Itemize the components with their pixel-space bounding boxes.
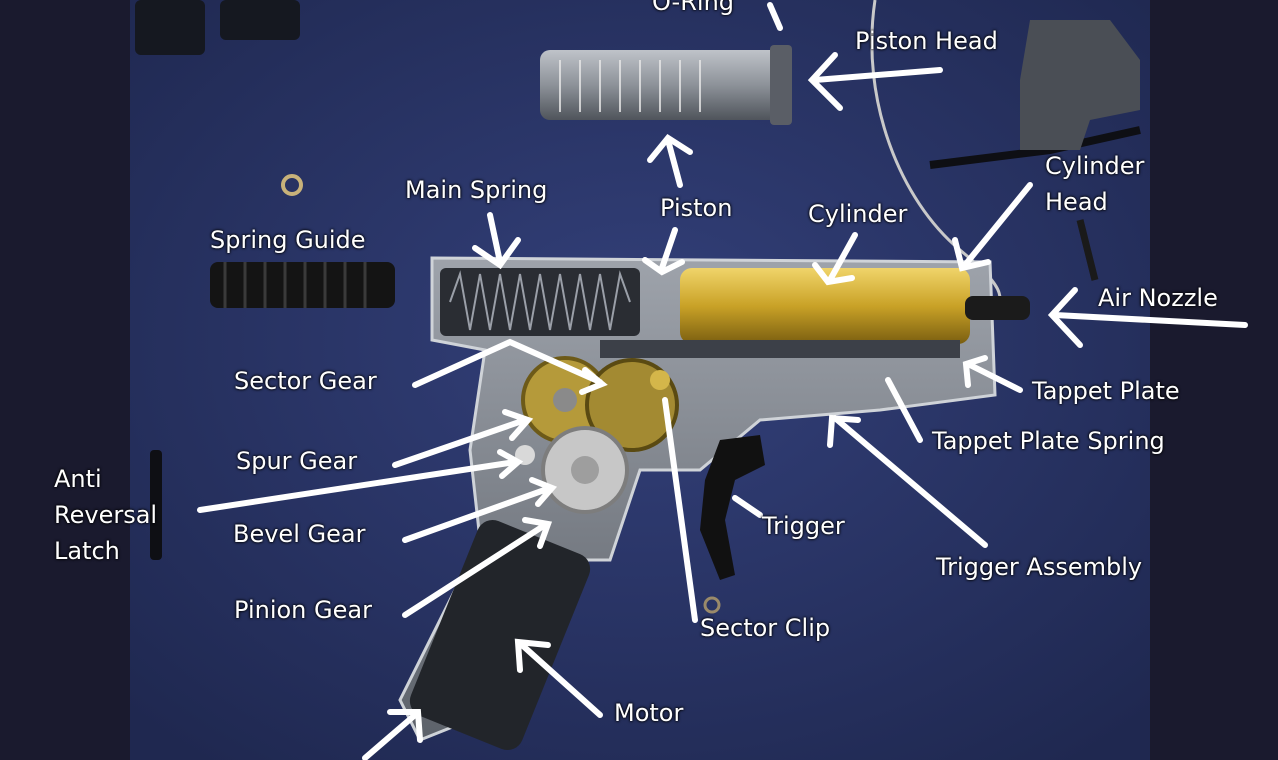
label-trigger: Trigger bbox=[762, 512, 845, 540]
label-bevel-gear: Bevel Gear bbox=[233, 520, 366, 548]
label-cylinder: Cylinder bbox=[808, 200, 908, 228]
spring-guide-part bbox=[210, 262, 395, 308]
left-dark-border bbox=[0, 0, 130, 760]
label-tappet-plate: Tappet Plate bbox=[1032, 377, 1180, 405]
loose-part-top-left-2 bbox=[220, 0, 300, 40]
gearbox-shell bbox=[398, 256, 1030, 751]
label-spring-guide: Spring Guide bbox=[210, 226, 366, 254]
label-trigger-assembly: Trigger Assembly bbox=[936, 553, 1143, 581]
label-piston: Piston bbox=[660, 194, 733, 222]
label-o-ring: O-Ring bbox=[652, 0, 735, 16]
metal-bracket bbox=[1020, 20, 1140, 150]
label-pinion-gear: Pinion Gear bbox=[234, 596, 372, 624]
label-spur-gear: Spur Gear bbox=[236, 447, 358, 475]
right-dark-border bbox=[1150, 0, 1278, 760]
annotation-arrows bbox=[197, 2, 1248, 760]
loose-pin bbox=[150, 450, 162, 560]
label-main-spring: Main Spring bbox=[405, 176, 548, 204]
label-piston-head: Piston Head bbox=[855, 27, 998, 55]
label-motor: Motor bbox=[614, 699, 684, 727]
piston-part bbox=[540, 45, 792, 125]
label-air-nozzle: Air Nozzle bbox=[1098, 284, 1218, 312]
small-washer bbox=[281, 174, 303, 196]
loose-part-top-left-1 bbox=[135, 0, 205, 55]
rod-right bbox=[1076, 219, 1099, 281]
label-anti-reversal-latch: Anti Reversal Latch bbox=[54, 465, 158, 565]
tiny-screw bbox=[703, 596, 721, 614]
label-tappet-plate-spring: Tappet Plate Spring bbox=[932, 427, 1165, 455]
label-sector-clip: Sector Clip bbox=[700, 614, 831, 642]
label-cylinder-head: Cylinder Head bbox=[1045, 152, 1145, 216]
label-sector-gear: Sector Gear bbox=[234, 367, 377, 395]
